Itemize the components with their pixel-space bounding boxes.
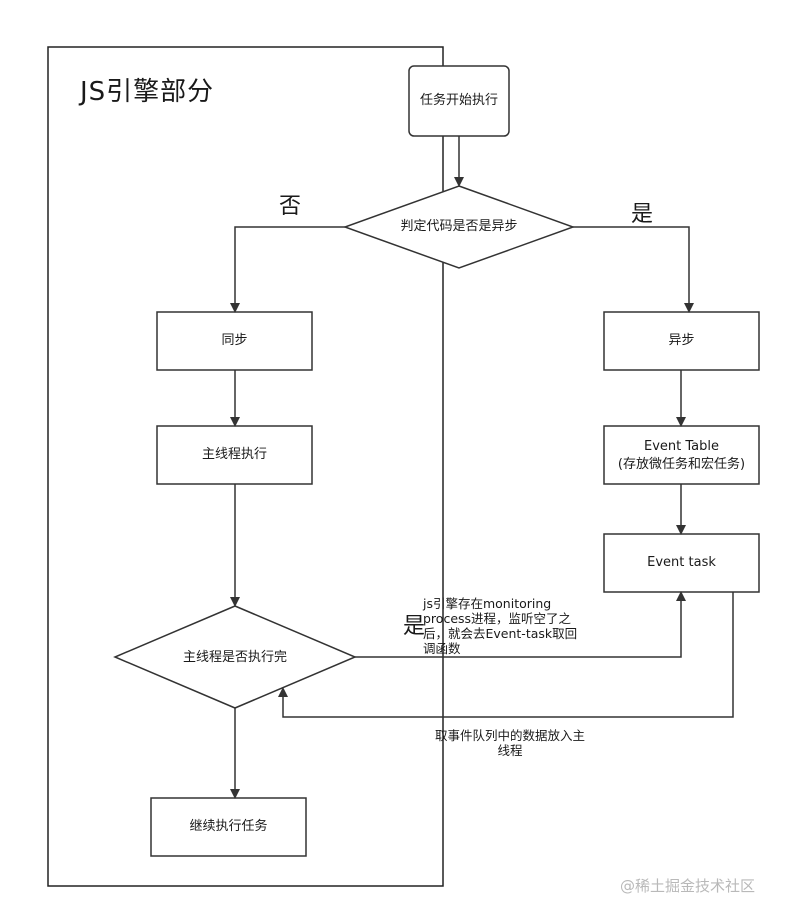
monitoring-note: js引擎存在monitoring process进程，监听空了之 后，就会去Ev… (423, 596, 578, 656)
event-table-node (603, 425, 760, 485)
main-thread-label: 主线程执行 (201, 447, 267, 462)
start-label: 任务开始执行 (419, 93, 498, 108)
region-title: JS引擎部分 (80, 77, 215, 107)
event-task-label: Event task (647, 555, 716, 570)
main-thread-node (156, 425, 313, 485)
continue-node (150, 797, 307, 857)
edge-label-done-yes: 是 (402, 614, 425, 639)
edge-label-no: 否 (278, 194, 301, 219)
async-label: 异步 (668, 333, 695, 348)
edge-decision-to-sync (230, 226, 345, 313)
decision-async-label: 判定代码是否是异步 (400, 219, 518, 234)
decision-async-node (342, 185, 576, 269)
edge-done-to-task (355, 591, 686, 658)
event-task-node (603, 533, 760, 593)
decision-done-label: 主线程是否执行完 (182, 650, 287, 665)
return-note: 取事件队列中的数据放入主 线程 (434, 728, 585, 758)
js-engine-region (47, 46, 444, 887)
edge-decision-to-async (573, 226, 694, 313)
continue-label: 继续执行任务 (189, 819, 268, 834)
edge-task-to-done (278, 592, 734, 718)
event-table-label: Event Table (存放微任务和宏任务) (617, 439, 746, 472)
sync-label: 同步 (221, 333, 248, 348)
watermark: @稀土掘金技术社区 (620, 877, 756, 895)
async-node (603, 311, 760, 371)
edge-label-yes: 是 (630, 202, 653, 227)
